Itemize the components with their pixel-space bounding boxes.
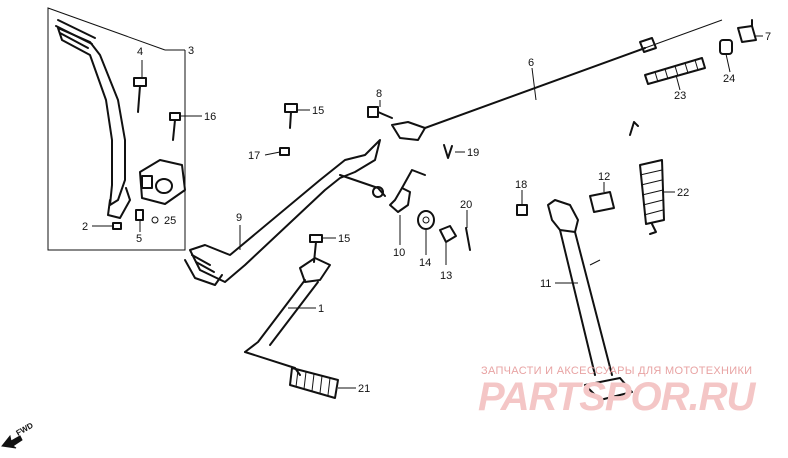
- brake-rod-6: [391, 19, 723, 141]
- fwd-indicator: FWD: [1, 421, 35, 449]
- spring-22: [629, 121, 665, 235]
- pivot-bolt-12: [589, 191, 615, 213]
- washer-5: [135, 209, 144, 221]
- callout-19: 19: [467, 147, 479, 159]
- callout-20: 20: [460, 199, 472, 211]
- fwd-arrow-icon: [1, 434, 23, 449]
- bolt-15-top: [284, 103, 298, 129]
- kick-starter-arm: [55, 19, 131, 219]
- footrest-bar-1: [244, 257, 331, 376]
- footrest-rubber-21: [289, 367, 339, 399]
- nut-2: [112, 222, 122, 230]
- joint-24: [719, 39, 733, 55]
- cotter-pin-19: [443, 144, 453, 159]
- callout-4: 4: [137, 46, 143, 58]
- callout-15-top: 15: [312, 105, 324, 117]
- callout-1: 1: [318, 303, 324, 315]
- bolt-8: [367, 106, 393, 119]
- callout-16: 16: [204, 111, 216, 123]
- callout-10: 10: [393, 247, 405, 259]
- return-spring-10: [389, 169, 426, 213]
- callout-13: 13: [440, 270, 452, 282]
- callout-8: 8: [376, 88, 382, 100]
- callout-24: 24: [723, 73, 735, 85]
- callout-23: 23: [674, 90, 686, 102]
- bolt-16: [169, 112, 181, 141]
- nut-18: [516, 204, 528, 216]
- callout-14: 14: [419, 257, 431, 269]
- nut-13: [439, 225, 457, 243]
- callout-17: 17: [248, 150, 260, 162]
- callout-2: 2: [82, 221, 88, 233]
- brake-pedal-9: [184, 139, 386, 286]
- callout-12: 12: [598, 171, 610, 183]
- nut-17: [279, 147, 290, 156]
- clip-20: [465, 227, 471, 251]
- callout-5: 5: [136, 233, 142, 245]
- bolt-4: [133, 77, 147, 113]
- callout-labels: 4 3 16 15 17 2 5 25 8 6 7 24 23 19 18 12…: [82, 31, 771, 395]
- watermark: ЗАПЧАСТИ И АКСЕССУАРЫ ДЛЯ МОТОТЕХНИКИ PA…: [478, 365, 758, 419]
- callout-22: 22: [677, 187, 689, 199]
- callout-15-lower: 15: [338, 233, 350, 245]
- adjust-nut-7: [737, 19, 757, 43]
- side-stand-11: [547, 199, 633, 401]
- kick-starter-boss: [139, 159, 186, 205]
- callout-9: 9: [236, 212, 242, 224]
- fwd-label: FWD: [15, 421, 35, 438]
- callout-3: 3: [188, 45, 194, 57]
- callout-21: 21: [358, 383, 370, 395]
- callout-6: 6: [528, 57, 534, 69]
- callout-18: 18: [515, 179, 527, 191]
- callout-25: 25: [164, 215, 176, 227]
- spring-23: [644, 57, 706, 85]
- callout-11: 11: [540, 278, 551, 290]
- watermark-logo: PARTSPOR.RU: [478, 375, 757, 419]
- clip-25: [151, 216, 159, 224]
- leader-lines: [92, 35, 763, 389]
- washer-14: [417, 210, 435, 230]
- callout-7: 7: [765, 31, 771, 43]
- watermark-tagline: ЗАПЧАСТИ И АКСЕССУАРЫ ДЛЯ МОТОТЕХНИКИ: [481, 365, 752, 377]
